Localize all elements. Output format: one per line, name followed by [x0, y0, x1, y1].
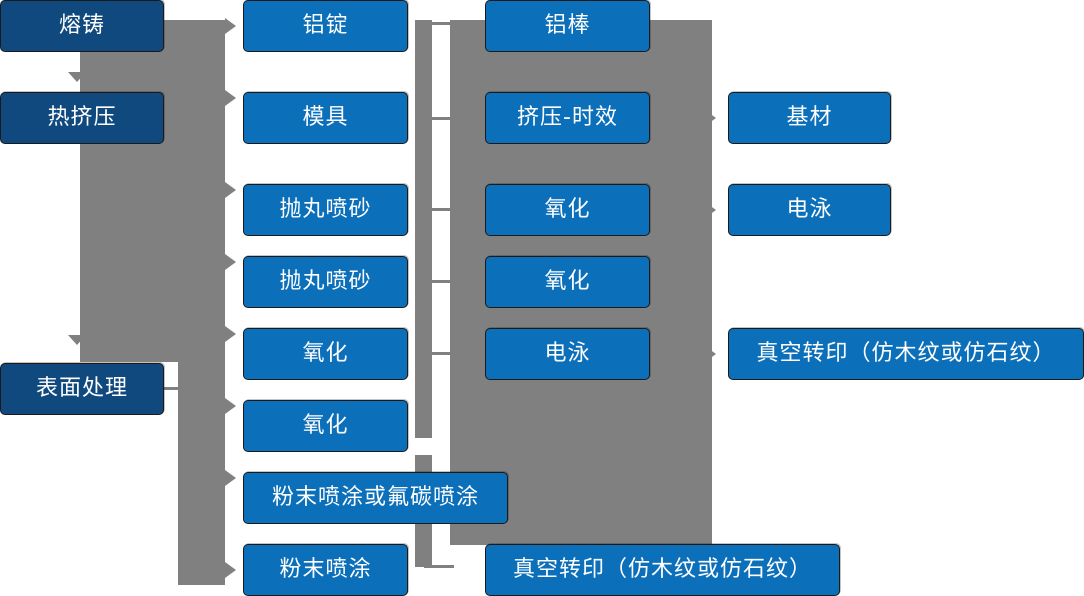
connector-mid-tick-3	[424, 208, 454, 211]
process-box-label: 氧化	[544, 197, 591, 222]
material-box-label: 铝锭	[302, 13, 349, 38]
connector-mid-tick-5	[424, 352, 454, 355]
connector-left-trunk-upper	[80, 20, 225, 370]
stage-box-hot-extrusion[interactable]: 热挤压	[0, 92, 164, 144]
process-box-oxidation-1[interactable]: 氧化	[485, 184, 650, 236]
connector-mid-tick-4	[424, 280, 454, 283]
material-box-label: 氧化	[302, 341, 349, 366]
stage-box-surface-treatment[interactable]: 表面处理	[0, 363, 164, 415]
output-box-label: 真空转印（仿木纹或仿石纹）	[756, 341, 1056, 366]
material-box-mold[interactable]: 模具	[243, 92, 408, 144]
connector-mid-tick-6	[424, 565, 454, 568]
process-box-label: 氧化	[544, 269, 591, 294]
connector-mid-tick-2	[424, 117, 454, 120]
stage-box-label: 熔铸	[58, 13, 105, 38]
arrow-to-out-1	[705, 110, 716, 126]
connector-mid-spine	[415, 20, 432, 438]
output-box-electrophoresis[interactable]: 电泳	[728, 184, 891, 236]
process-box-vacuum-transfer-printing[interactable]: 真空转印（仿木纹或仿石纹）	[485, 544, 840, 596]
arrow-to-mat-3	[225, 182, 236, 198]
arrow-to-mat-1	[225, 18, 236, 34]
arrow-to-mat-8	[225, 562, 236, 578]
material-box-label: 粉末喷涂	[279, 557, 372, 582]
material-box-shot-blasting-1[interactable]: 抛丸喷砂	[243, 184, 408, 236]
process-box-label: 铝棒	[544, 13, 591, 38]
arrow-to-mat-6	[225, 398, 236, 414]
connector-mid-tick-1	[424, 22, 454, 25]
material-box-oxidation-1[interactable]: 氧化	[243, 328, 408, 380]
process-box-electrophoresis[interactable]: 电泳	[485, 328, 650, 380]
arrow-to-mat-4	[225, 254, 236, 270]
material-box-label: 抛丸喷砂	[279, 269, 372, 294]
process-box-label: 电泳	[544, 341, 591, 366]
material-box-powder-coating[interactable]: 粉末喷涂	[243, 544, 408, 596]
process-box-oxidation-2[interactable]: 氧化	[485, 256, 650, 308]
material-box-label: 氧化	[302, 413, 349, 438]
arrow-to-out-3	[705, 346, 716, 362]
output-box-vacuum-transfer-printing[interactable]: 真空转印（仿木纹或仿石纹）	[728, 328, 1084, 380]
material-box-label: 粉末喷涂或氟碳喷涂	[271, 485, 479, 510]
arrow-to-mat-2	[225, 90, 236, 106]
connector-left-trunk-lower	[178, 370, 225, 585]
stage-box-label: 表面处理	[35, 376, 128, 401]
process-box-label: 挤压-时效	[517, 105, 618, 130]
arrow-to-mat-5	[225, 326, 236, 342]
material-box-shot-blasting-2[interactable]: 抛丸喷砂	[243, 256, 408, 308]
output-box-substrate[interactable]: 基材	[728, 92, 891, 144]
material-box-oxidation-2[interactable]: 氧化	[243, 400, 408, 452]
output-box-label: 基材	[786, 105, 833, 130]
arrow-to-mat-7	[225, 470, 236, 486]
arrow-to-out-2	[705, 202, 716, 218]
stage-box-melting[interactable]: 熔铸	[0, 0, 164, 52]
process-box-aluminum-bar[interactable]: 铝棒	[485, 0, 650, 52]
connector-stage2-down-arrow	[68, 335, 86, 345]
connector-stage1-down-arrow	[68, 72, 86, 82]
material-box-powder-or-fluorocarbon-coating[interactable]: 粉末喷涂或氟碳喷涂	[243, 472, 508, 524]
material-box-aluminum-ingot[interactable]: 铝锭	[243, 0, 408, 52]
material-box-label: 模具	[302, 105, 349, 130]
process-box-extrusion-aging[interactable]: 挤压-时效	[485, 92, 650, 144]
process-box-label: 真空转印（仿木纹或仿石纹）	[512, 557, 812, 582]
output-box-label: 电泳	[786, 197, 833, 222]
connector-stage3-stub	[164, 387, 188, 390]
stage-box-label: 热挤压	[47, 105, 117, 130]
material-box-label: 抛丸喷砂	[279, 197, 372, 222]
